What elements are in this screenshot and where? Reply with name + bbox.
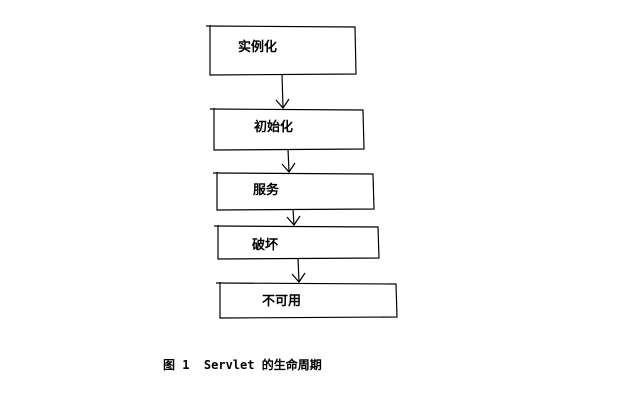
stage-box xyxy=(212,172,375,211)
stage-instantiate: 实例化 xyxy=(205,25,357,76)
flow-arrow xyxy=(275,73,290,109)
figure-caption: 图 1 Servlet 的生命周期 xyxy=(163,358,322,372)
stage-label: 服务 xyxy=(253,182,280,198)
stage-box xyxy=(205,25,357,76)
stage-label: 破坏 xyxy=(252,237,278,253)
stage-box xyxy=(215,282,398,319)
stage-label: 实例化 xyxy=(238,39,277,55)
stage-box xyxy=(213,225,380,260)
stage-box xyxy=(209,108,365,151)
stage-service: 服务 xyxy=(212,172,375,211)
flow-arrow xyxy=(281,148,296,173)
flow-arrow xyxy=(291,257,306,283)
stage-unavailable: 不可用 xyxy=(215,282,398,319)
stage-label: 不可用 xyxy=(262,294,301,309)
stage-initialize: 初始化 xyxy=(209,108,365,151)
stage-destroy: 破坏 xyxy=(213,225,380,260)
flow-arrow xyxy=(286,208,301,226)
stage-label: 初始化 xyxy=(254,119,293,135)
